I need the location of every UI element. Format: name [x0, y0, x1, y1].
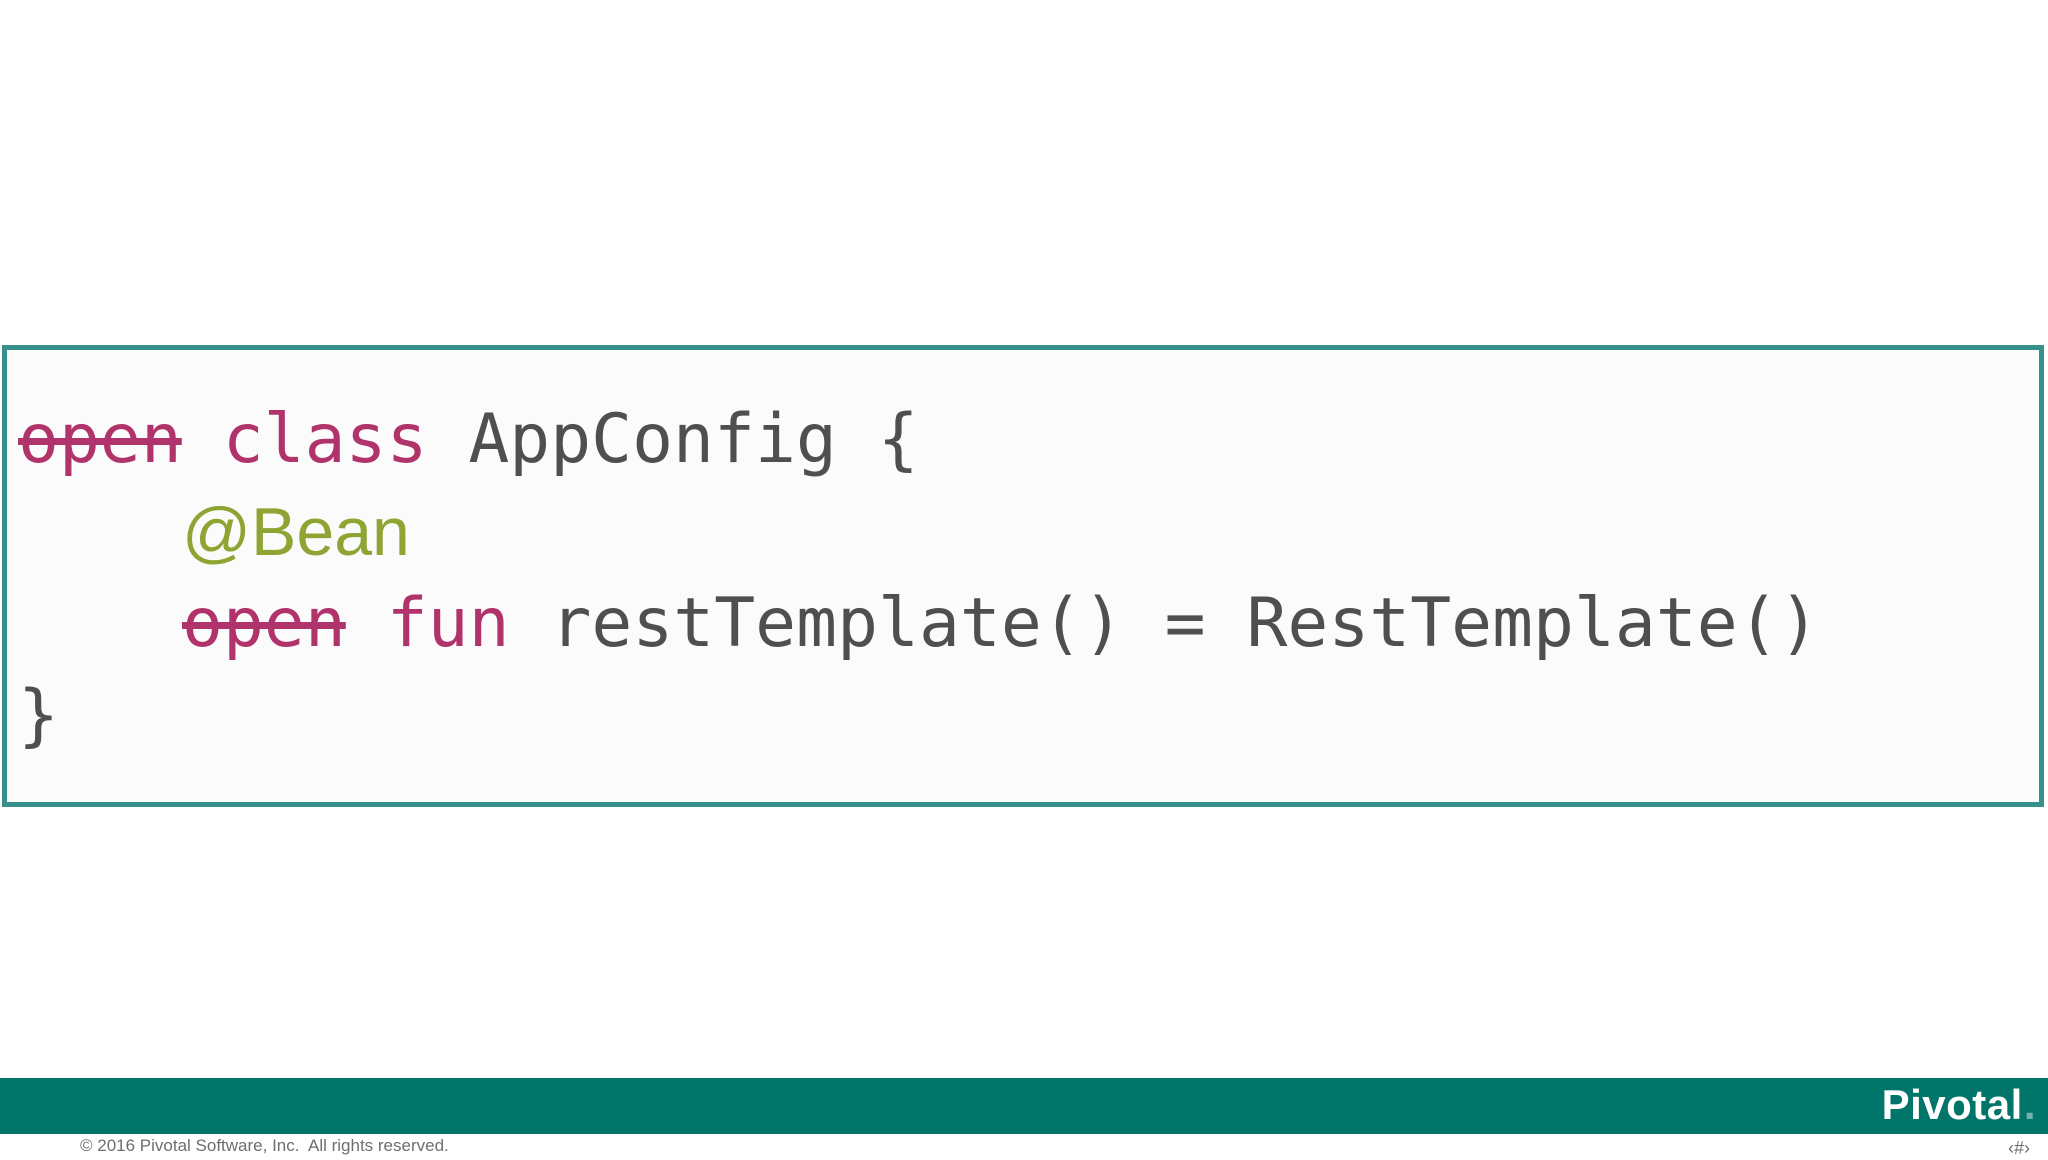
copyright-text: © 2016 Pivotal Software, Inc. All rights… [80, 1136, 449, 1155]
code-token-plain: } [18, 676, 59, 755]
pivotal-logo-dot: . [2023, 1081, 2036, 1129]
code-token-keyword-removed: open [182, 584, 346, 663]
pivotal-logo: Pivotal. [1882, 1084, 2036, 1126]
code-token-plain [182, 400, 223, 479]
code-token-keyword: class [222, 400, 428, 479]
code-line: @Bean [18, 486, 2039, 578]
code-token-plain: AppConfig { [427, 400, 919, 479]
code-token-plain [346, 584, 387, 663]
code-token-keyword-removed: open [18, 400, 182, 479]
code-line: open class AppConfig { [18, 394, 2039, 486]
code-token-annotation: @Bean [182, 494, 410, 570]
code-line: } [18, 670, 2039, 762]
pivotal-wordmark: Pivotal [1881, 1081, 2023, 1129]
code-token-plain: restTemplate() = RestTemplate() [509, 584, 1820, 663]
slide-number-placeholder: ‹#› [2008, 1138, 2030, 1158]
code-line: open fun restTemplate() = RestTemplate() [18, 578, 2039, 670]
code-token-keyword: fun [386, 584, 510, 663]
footer-bar: Pivotal. [0, 1078, 2048, 1134]
